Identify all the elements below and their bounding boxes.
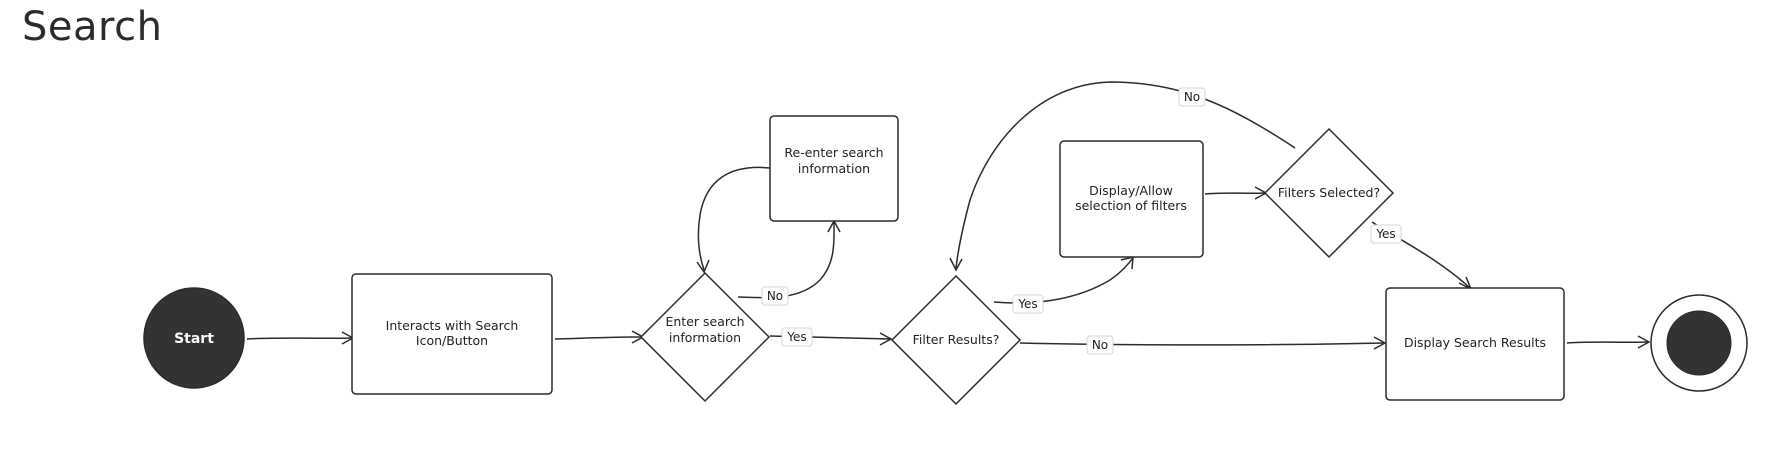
edge-label-selected-yes: Yes [1370, 224, 1402, 244]
display-results-node[interactable]: Display Search Results [1385, 287, 1565, 401]
nodes: Start Interacts with Search Icon/Button … [143, 115, 1748, 406]
display-results-box [1385, 287, 1565, 401]
edge-labels: No Yes Yes No No Yes [761, 87, 1402, 355]
reenter-search-box [769, 115, 899, 222]
enter-search-diamond [639, 271, 771, 403]
arrowhead-display-filters [1120, 256, 1134, 270]
display-filters-box [1059, 140, 1204, 258]
edge-label-bg [1370, 224, 1402, 244]
start-node[interactable]: Start [143, 287, 245, 389]
edge-label-text: Yes [786, 330, 806, 344]
filters-selected-node[interactable]: Filters Selected? [1263, 127, 1395, 259]
edge-selected-to-filter-no [955, 81, 1296, 269]
end-inner-circle [1666, 310, 1732, 376]
page-title: Search [22, 4, 163, 50]
edge-label-bg [781, 327, 813, 347]
edge-label-bg [1012, 294, 1044, 314]
edge-display-to-selected [1204, 192, 1266, 195]
edge-label-bg [1086, 335, 1114, 355]
enter-search-label-line1: Enter search [665, 314, 744, 329]
edges [246, 81, 1651, 350]
edge-label-text: Yes [1375, 227, 1395, 241]
filters-selected-label: Filters Selected? [1278, 185, 1380, 200]
start-label: Start [174, 331, 214, 347]
filter-results-diamond [890, 274, 1022, 406]
edge-label-text: Yes [1017, 297, 1037, 311]
interacts-node[interactable]: Interacts with Search Icon/Button [351, 273, 553, 395]
edge-enter-to-reenter-no [737, 221, 835, 299]
interacts-box [351, 273, 553, 395]
reenter-search-label-line1: Re-enter search [784, 145, 883, 160]
display-results-label: Display Search Results [1404, 335, 1546, 350]
filter-results-label: Filter Results? [913, 332, 1000, 347]
interacts-label-line1: Interacts with Search [386, 318, 519, 333]
edge-label-text: No [767, 289, 783, 303]
reenter-search-node[interactable]: Re-enter search information [769, 115, 899, 222]
arrowhead-filter-from-enter [879, 332, 893, 346]
interacts-label-line2: Icon/Button [416, 333, 488, 348]
filters-selected-diamond [1263, 127, 1395, 259]
arrowhead-filter-from-selected [949, 257, 963, 272]
edge-label-bg [761, 286, 789, 306]
enter-search-node[interactable]: Enter search information [639, 271, 771, 403]
arrowhead-results-from-filter [1373, 336, 1387, 350]
display-filters-node[interactable]: Display/Allow selection of filters [1059, 140, 1204, 258]
edge-label-enter-no: No [761, 286, 789, 306]
display-filters-label-line2: selection of filters [1075, 198, 1187, 213]
edge-interacts-to-enter [554, 336, 643, 340]
edge-label-filter-yes: Yes [1012, 294, 1044, 314]
edge-results-to-end [1566, 341, 1649, 344]
display-filters-label-line1: Display/Allow [1089, 183, 1173, 198]
end-node[interactable] [1650, 294, 1748, 392]
edge-start-to-interacts [246, 337, 353, 340]
filter-results-node[interactable]: Filter Results? [890, 274, 1022, 406]
edge-label-text: No [1184, 90, 1200, 104]
start-circle [143, 287, 245, 389]
edge-label-selected-no: No [1178, 87, 1206, 107]
edge-label-filter-no: No [1086, 335, 1114, 355]
edge-label-enter-yes: Yes [781, 327, 813, 347]
reenter-search-label-line2: information [798, 161, 870, 176]
enter-search-label-line2: information [669, 330, 741, 345]
arrowhead-enter-from-reenter [696, 259, 710, 274]
edge-label-bg [1178, 87, 1206, 107]
edge-reenter-to-enter [697, 166, 771, 271]
edge-filter-to-results-no [1019, 342, 1385, 346]
edge-label-text: No [1092, 338, 1108, 352]
arrowhead-end [1637, 335, 1651, 349]
